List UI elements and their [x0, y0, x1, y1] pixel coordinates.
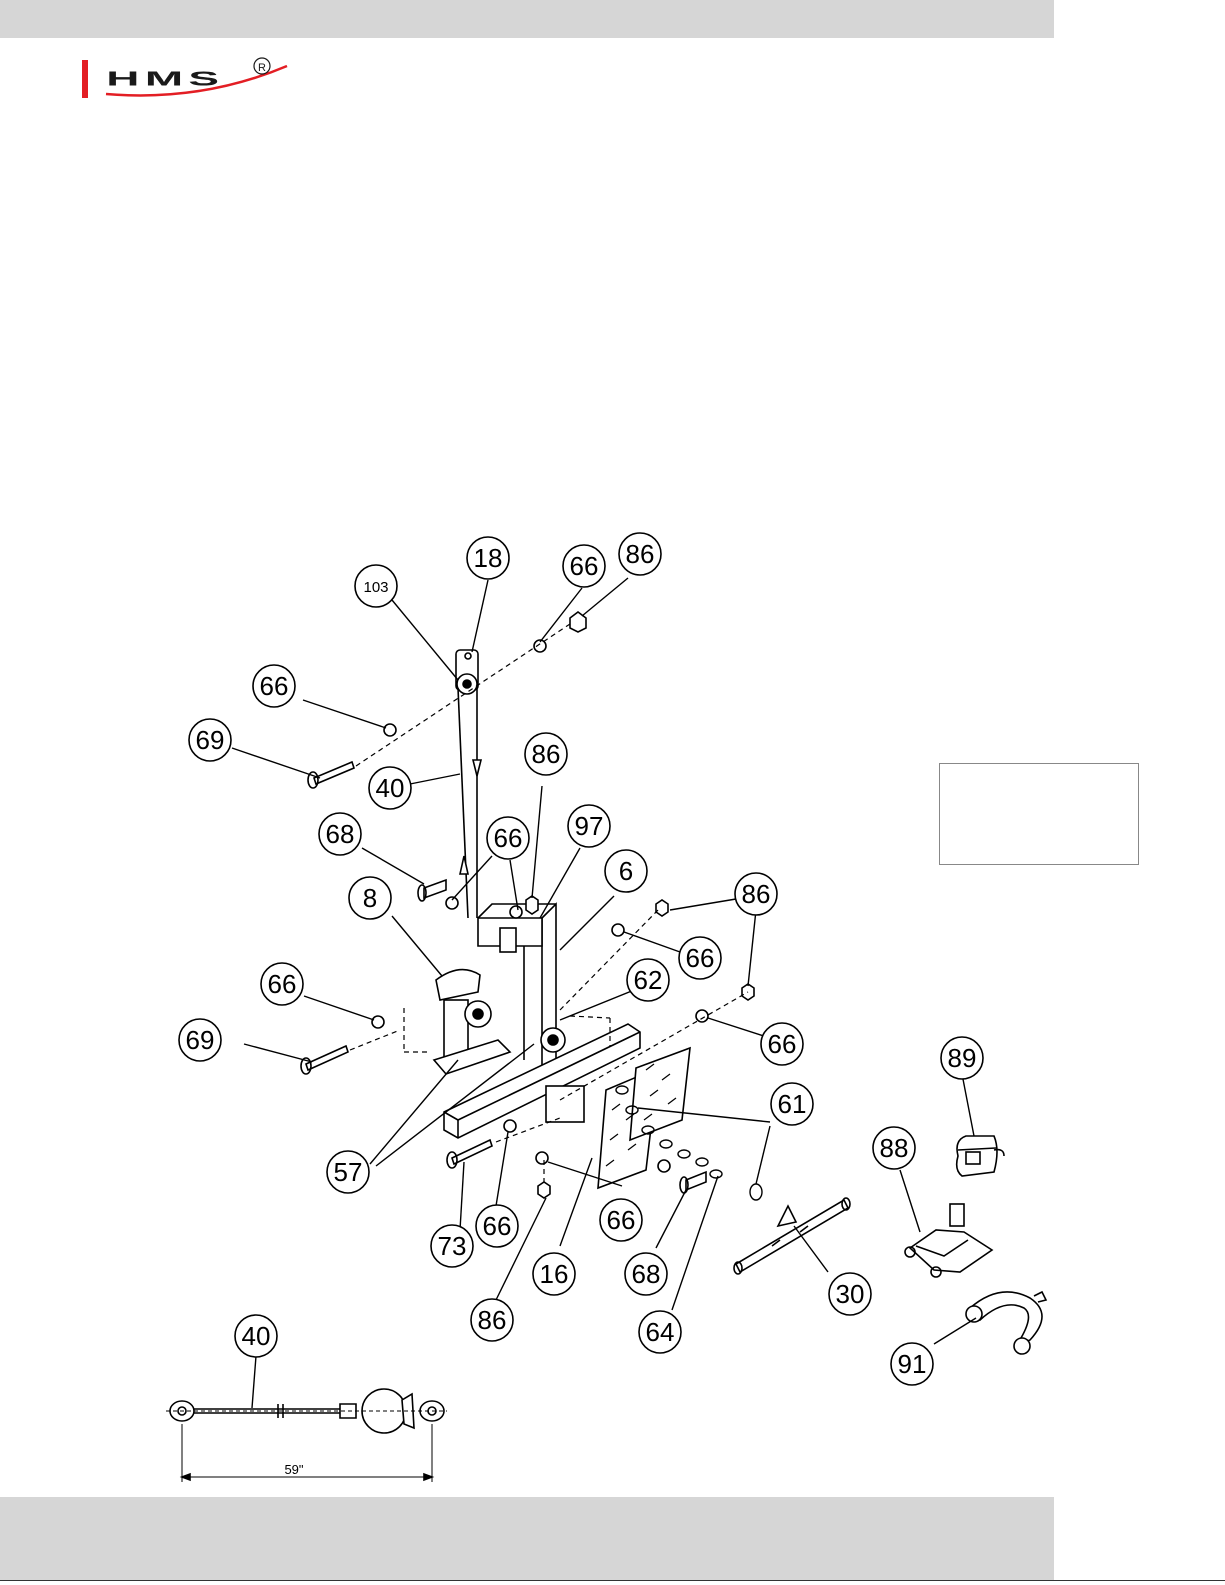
svg-text:88: 88	[880, 1133, 909, 1163]
svg-text:66: 66	[686, 943, 715, 973]
svg-text:40: 40	[242, 1321, 271, 1351]
footer-rule	[0, 1580, 1225, 1581]
callout-64: 64	[639, 1311, 681, 1353]
callout-16: 16	[533, 1253, 575, 1295]
callouts: 18 66 86 103 66 69 40 86 97 68 66 6 8 86…	[179, 533, 983, 1385]
svg-text:97: 97	[575, 811, 604, 841]
callout-57: 57	[327, 1151, 369, 1193]
row-handle	[905, 1204, 992, 1277]
svg-text:66: 66	[494, 823, 523, 853]
callout-86: 86	[471, 1299, 513, 1341]
svg-text:86: 86	[742, 879, 771, 909]
svg-text:6: 6	[619, 856, 633, 886]
svg-text:68: 68	[632, 1259, 661, 1289]
callout-66: 66	[679, 937, 721, 979]
callout-68: 68	[319, 813, 361, 855]
ankle-strap	[957, 1136, 1004, 1176]
top-pulley-bracket	[456, 650, 478, 694]
svg-text:89: 89	[948, 1043, 977, 1073]
svg-text:61: 61	[778, 1089, 807, 1119]
callout-18: 18	[467, 537, 509, 579]
svg-text:66: 66	[483, 1211, 512, 1241]
svg-text:86: 86	[626, 539, 655, 569]
svg-text:86: 86	[532, 739, 561, 769]
callout-103: 103	[355, 565, 397, 607]
svg-text:68: 68	[326, 819, 355, 849]
svg-text:62: 62	[634, 965, 663, 995]
cable-dimension-label: 59"	[284, 1462, 303, 1477]
callout-66: 66	[253, 665, 295, 707]
callout-91: 91	[891, 1343, 933, 1385]
cable-detail	[166, 1389, 447, 1482]
cable-40	[458, 688, 481, 918]
svg-text:91: 91	[898, 1349, 927, 1379]
svg-text:57: 57	[334, 1157, 363, 1187]
svg-text:66: 66	[268, 969, 297, 999]
callout-66: 66	[600, 1199, 642, 1241]
callout-66: 66	[487, 817, 529, 859]
callout-69: 69	[179, 1019, 221, 1061]
svg-text:66: 66	[260, 671, 289, 701]
svg-text:66: 66	[768, 1029, 797, 1059]
callout-89: 89	[941, 1037, 983, 1079]
svg-text:73: 73	[438, 1231, 467, 1261]
callout-40: 40	[369, 767, 411, 809]
callout-40: 40	[235, 1315, 277, 1357]
footer-band	[0, 1497, 1054, 1581]
callout-86: 86	[619, 533, 661, 575]
callout-66: 66	[761, 1023, 803, 1065]
svg-text:103: 103	[363, 579, 388, 596]
callout-66: 66	[563, 545, 605, 587]
callout-62: 62	[627, 959, 669, 1001]
svg-text:69: 69	[196, 725, 225, 755]
callout-69: 69	[189, 719, 231, 761]
callout-68: 68	[625, 1253, 667, 1295]
svg-text:8: 8	[363, 883, 377, 913]
svg-text:69: 69	[186, 1025, 215, 1055]
callout-86: 86	[735, 873, 777, 915]
callout-88: 88	[873, 1127, 915, 1169]
svg-text:16: 16	[540, 1259, 569, 1289]
callout-73: 73	[431, 1225, 473, 1267]
callout-86: 86	[525, 733, 567, 775]
callout-97: 97	[568, 805, 610, 847]
svg-text:86: 86	[478, 1305, 507, 1335]
svg-text:66: 66	[607, 1205, 636, 1235]
straight-bar	[734, 1198, 850, 1274]
callout-66: 66	[261, 963, 303, 1005]
u-handle	[966, 1292, 1046, 1354]
svg-text:18: 18	[474, 543, 503, 573]
callout-61: 61	[771, 1083, 813, 1125]
svg-text:64: 64	[646, 1317, 675, 1347]
callout-6: 6	[605, 850, 647, 892]
callout-66: 66	[476, 1205, 518, 1247]
svg-text:30: 30	[836, 1279, 865, 1309]
svg-text:66: 66	[570, 551, 599, 581]
svg-text:40: 40	[376, 773, 405, 803]
callout-30: 30	[829, 1273, 871, 1315]
callout-8: 8	[349, 877, 391, 919]
